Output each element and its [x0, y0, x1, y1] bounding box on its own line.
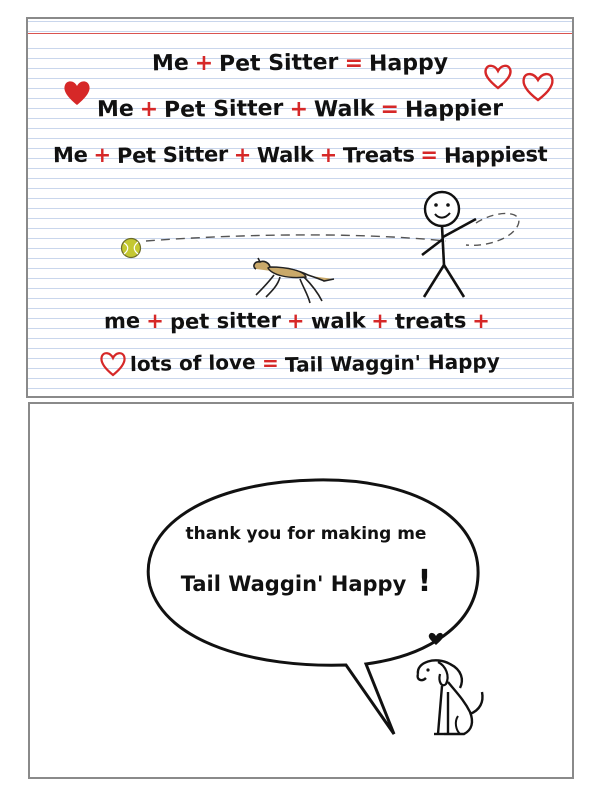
equals-sign: =: [344, 51, 363, 76]
equals-sign: =: [420, 143, 438, 167]
heart-icon: [522, 72, 554, 102]
equation-line-2: Me+Pet Sitter+Walk=Happier: [28, 95, 572, 124]
notebook-margin-line: [28, 33, 572, 34]
word: Me: [151, 50, 189, 77]
word: Walk: [256, 142, 314, 168]
word: Treats: [342, 142, 415, 168]
speech-bubble: [146, 478, 480, 735]
sitting-dog: [416, 659, 484, 736]
word: Me: [52, 142, 88, 168]
equation-line-3: Me+Pet Sitter+Walk+Treats=Happiest: [28, 142, 572, 168]
heart-icon: [100, 352, 126, 377]
equals-sign: =: [380, 97, 399, 122]
word: me: [103, 308, 141, 334]
plus-sign: +: [319, 143, 338, 167]
word: Walk: [313, 96, 375, 123]
equation-line-1: Me+Pet Sitter=Happy: [28, 49, 572, 78]
bubble-line-2-text: Tail Waggin' Happy: [180, 572, 407, 596]
word: Happy: [368, 50, 449, 77]
bubble-line-1: thank you for making me: [185, 524, 427, 544]
word: Pet Sitter: [163, 95, 284, 124]
word: treats: [394, 308, 467, 334]
plus-sign: +: [472, 309, 490, 333]
word: walk: [310, 308, 366, 334]
heart-icon: [428, 632, 444, 645]
front-card: Me+Pet Sitter=Happy Me+Pet Sitter+Walk=H…: [26, 17, 574, 398]
heart-icon: [64, 81, 90, 105]
word: Tail Waggin' Happy: [284, 349, 500, 377]
plus-sign: +: [93, 143, 111, 167]
word: Me: [96, 96, 134, 123]
back-card: thank you for making me Tail Waggin' Hap…: [28, 402, 574, 779]
heart-icon: [484, 64, 512, 90]
bubble-line-2: Tail Waggin' Happy !: [136, 564, 476, 599]
plus-sign: +: [233, 143, 252, 167]
equation-line-4: me+pet sitter+walk+treats+: [28, 308, 572, 334]
word: Happiest: [443, 142, 548, 168]
exclamation-mark: !: [417, 564, 432, 599]
word: Pet Sitter: [218, 49, 339, 78]
plus-sign: +: [146, 309, 164, 333]
plus-sign: +: [139, 97, 159, 122]
word: Pet Sitter: [116, 142, 228, 168]
word: pet sitter: [169, 308, 282, 334]
throw-path: [145, 212, 520, 246]
tennis-ball: [120, 237, 142, 259]
plus-sign: +: [289, 97, 309, 122]
equation-line-5: lots of love=Tail Waggin' Happy: [28, 349, 572, 377]
word: lots of love: [130, 349, 257, 377]
plus-sign: +: [194, 51, 214, 76]
stick-figure: [421, 190, 477, 298]
plus-sign: +: [286, 309, 305, 333]
running-dog: [253, 257, 335, 304]
plus-sign: +: [371, 309, 389, 333]
equals-sign: =: [262, 351, 279, 375]
word: Happier: [404, 96, 504, 123]
